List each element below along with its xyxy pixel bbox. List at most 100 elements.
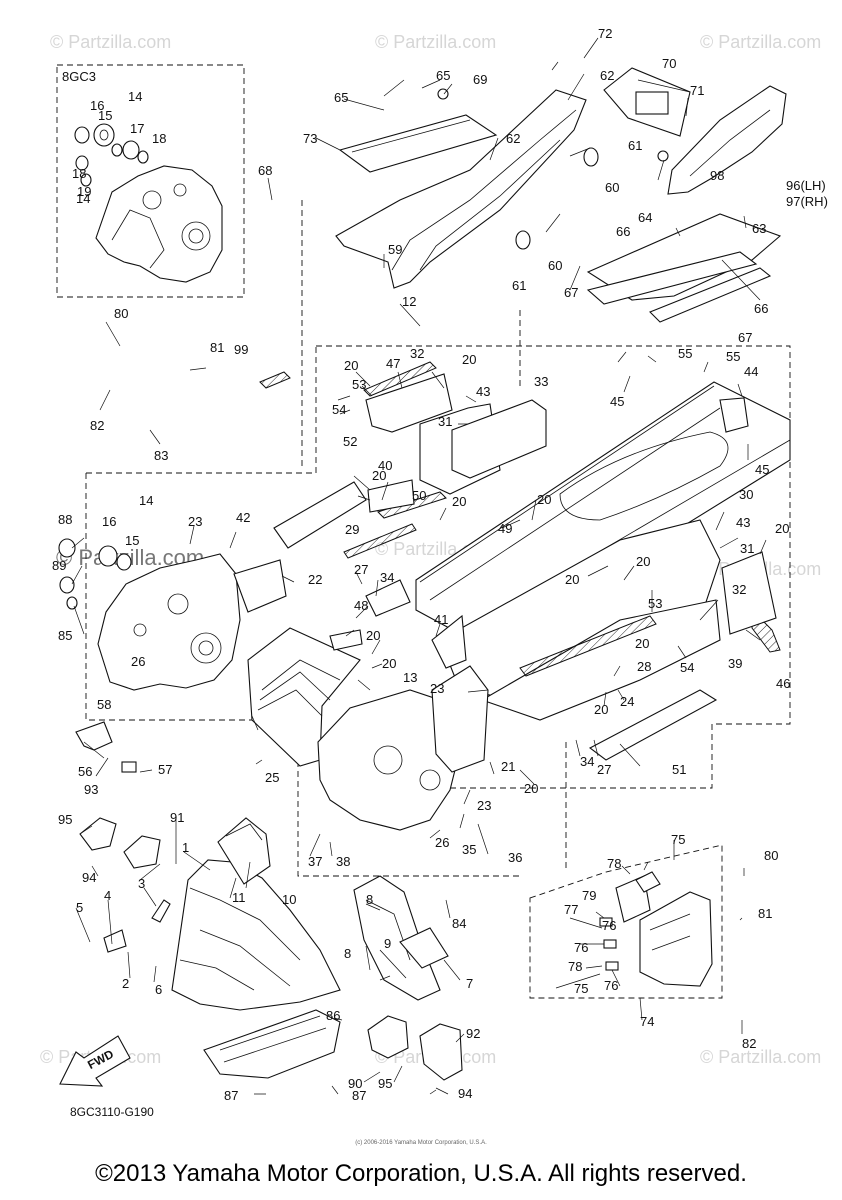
- callout-number: 95: [58, 812, 72, 827]
- callout-number: 50: [412, 488, 426, 503]
- callout-number: 1: [182, 840, 189, 855]
- callout-number: 20: [635, 636, 649, 651]
- callout-number: 48: [354, 598, 368, 613]
- callout-number: 13: [403, 670, 417, 685]
- callout-number: 18: [152, 131, 166, 146]
- callout-number: 15: [98, 108, 112, 123]
- callout-number: 20: [775, 521, 789, 536]
- left-frame-group-box: [86, 346, 317, 474]
- watermark: © Partzilla.com: [375, 32, 496, 52]
- callout-number: 33: [534, 374, 548, 389]
- callout-number: 52: [343, 434, 357, 449]
- front-chassis-parts: [58, 479, 489, 869]
- callout-number: 6: [155, 982, 162, 997]
- callout-number: 87: [352, 1088, 366, 1103]
- callout-number: 88: [58, 512, 72, 527]
- callout-number: 80: [114, 306, 128, 321]
- callout-number: 83: [154, 448, 168, 463]
- callout-number: 66: [754, 301, 768, 316]
- callout-number: 87: [224, 1088, 238, 1103]
- callout-number: 10: [282, 892, 296, 907]
- callout-number: 94: [458, 1086, 472, 1101]
- callout-number: 20: [452, 494, 466, 509]
- callout-number: 26: [435, 835, 449, 850]
- callout-number: 12: [402, 294, 416, 309]
- callout-number: 60: [605, 180, 619, 195]
- rear-frame-parts: [335, 67, 787, 323]
- callout-number: 20: [565, 572, 579, 587]
- callout-number: 94: [82, 870, 96, 885]
- callout-number: 60: [548, 258, 562, 273]
- callout-number: 47: [386, 356, 400, 371]
- label-99: [259, 371, 291, 389]
- callout-number: 40: [378, 458, 392, 473]
- callout-number: 80: [764, 848, 778, 863]
- callout-number: 82: [742, 1036, 756, 1051]
- callout-number: 53: [352, 377, 366, 392]
- callout-number: 75: [671, 832, 685, 847]
- callout-number: 46: [776, 676, 790, 691]
- callout-number: 44: [744, 364, 758, 379]
- callout-number: 31: [740, 541, 754, 556]
- side-cover-group-box: [529, 844, 723, 999]
- callout-number: 36: [508, 850, 522, 865]
- side-cover-parts: [599, 871, 713, 987]
- callout-number: 11: [232, 890, 246, 905]
- callout-number: 25: [265, 770, 279, 785]
- callout-number: 78: [607, 856, 621, 871]
- callout-number: 23: [188, 514, 202, 529]
- callout-number: 90: [348, 1076, 362, 1091]
- front-group-box: [85, 473, 522, 877]
- callout-number: 3: [138, 876, 145, 891]
- callout-number: 9: [384, 936, 391, 951]
- callout-number: 43: [736, 515, 750, 530]
- callout-number: 21: [501, 759, 515, 774]
- callout-number: 5: [76, 900, 83, 915]
- callout-number: 31: [438, 414, 452, 429]
- callout-number: 42: [236, 510, 250, 525]
- callout-number: 53: [648, 596, 662, 611]
- callout-number: 98: [710, 168, 724, 183]
- callout-number: 27: [597, 762, 611, 777]
- drawing-code: 8GC3110-G190: [70, 1105, 154, 1119]
- leader-lines: [71, 37, 767, 1095]
- group-boxes: [56, 64, 791, 999]
- callout-number: 89: [52, 558, 66, 573]
- callout-number: 24: [620, 694, 634, 709]
- callout-number: 4: [104, 888, 111, 903]
- callout-number: 76: [574, 940, 588, 955]
- callout-number: 69: [473, 72, 487, 87]
- callout-number: 22: [308, 572, 322, 587]
- callout-number: 17: [130, 121, 144, 136]
- watermark: © Partzilla.com: [700, 32, 821, 52]
- small-copyright: (c) 2006-2016 Yamaha Motor Corporation, …: [355, 1140, 487, 1146]
- callout-number: 23: [430, 681, 444, 696]
- upper-frame-group-box: [316, 345, 791, 789]
- callout-number: 16: [102, 514, 116, 529]
- callout-number: 19: [77, 184, 91, 199]
- callout-number: 62: [600, 68, 614, 83]
- callout-number: 20: [372, 468, 386, 483]
- callout-number: 14: [139, 493, 153, 508]
- callout-number: 63: [752, 221, 766, 236]
- callout-number: 55: [726, 349, 740, 364]
- callout-number: 20: [344, 358, 358, 373]
- callout-number: 92: [466, 1026, 480, 1041]
- callout-number: 14: [76, 191, 90, 206]
- callout-number: 71: [690, 83, 704, 98]
- callout-number: 2: [122, 976, 129, 991]
- callout-number: 55: [678, 346, 692, 361]
- callout-number: 95: [378, 1076, 392, 1091]
- watermark: © Partzilla.com: [50, 32, 171, 52]
- inset-box-8gc3: [56, 64, 245, 298]
- front-frame-parts: [103, 817, 463, 1081]
- callout-number: 32: [410, 346, 424, 361]
- callout-number: 34: [580, 754, 594, 769]
- callout-number: 61: [512, 278, 526, 293]
- callout-number: 38: [336, 854, 350, 869]
- callout-number: 27: [354, 562, 368, 577]
- callout-number: 76: [604, 978, 618, 993]
- callout-number: 37: [308, 854, 322, 869]
- callout-number: 34: [380, 570, 394, 585]
